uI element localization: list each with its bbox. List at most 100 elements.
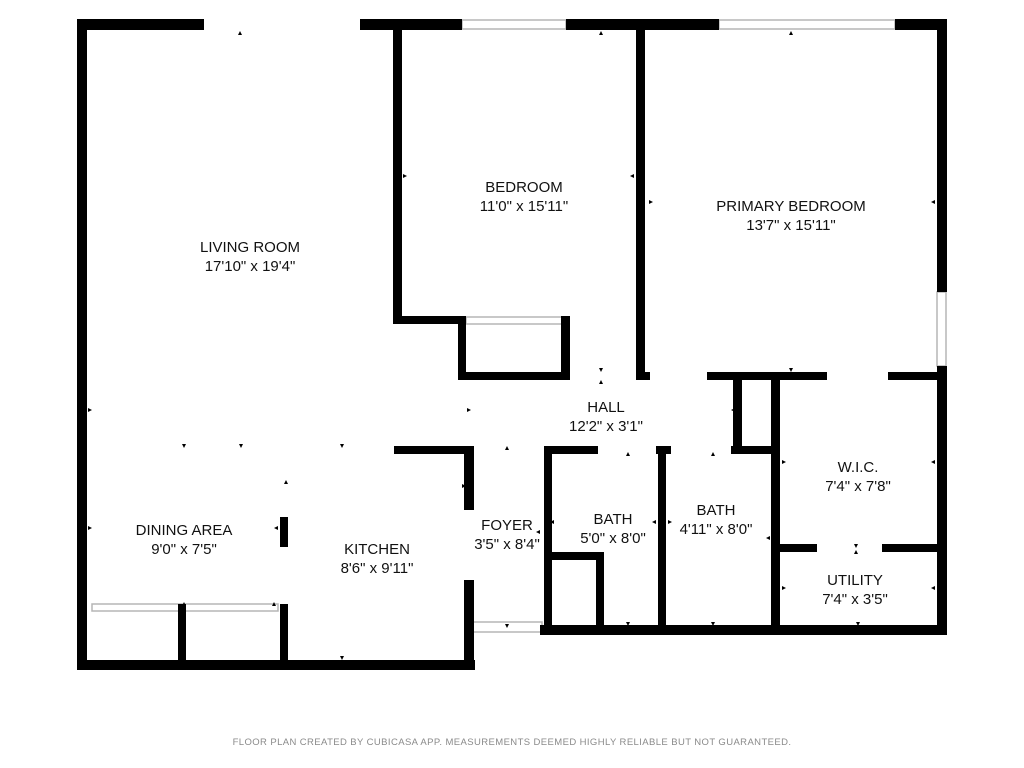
wall-bath-top-c	[731, 446, 780, 454]
wall-foyer-left-lower	[464, 580, 474, 670]
room-dimensions: 7'4" x 7'8"	[825, 478, 891, 495]
marker-2	[599, 31, 603, 35]
footer-disclaimer: FLOOR PLAN CREATED BY CUBICASA APP. MEAS…	[232, 737, 792, 748]
wall-bath-left	[544, 446, 552, 635]
marker-37	[626, 622, 630, 626]
marker-19	[711, 452, 715, 456]
marker-26	[668, 520, 672, 524]
marker-1	[238, 31, 242, 35]
room-dimensions: 13'7" x 15'11"	[746, 217, 836, 234]
wall-top-right	[895, 19, 947, 30]
room-kitchen: KITCHEN 8'6" x 9'11"	[341, 540, 414, 578]
room-wic: W.I.C. 7'4" x 7'8"	[825, 458, 891, 496]
wall-foyer-left-upper	[464, 446, 474, 510]
marker-33	[782, 586, 786, 590]
marker-31	[854, 544, 858, 548]
marker-28	[88, 526, 92, 530]
marker-14	[182, 444, 186, 448]
wall-bedroom-right	[636, 19, 645, 380]
wall-closet-bottom	[458, 372, 570, 380]
room-foyer: FOYER 3'5" x 8'4"	[474, 516, 540, 554]
marker-24	[550, 520, 554, 524]
wall-primary-bottom-b	[707, 372, 827, 380]
marker-23	[462, 484, 466, 488]
room-name: DINING AREA	[135, 522, 233, 539]
marker-18	[626, 452, 630, 456]
marker-34	[931, 586, 935, 590]
room-dimensions: 9'0" x 7'5"	[151, 541, 217, 558]
marker-15	[239, 444, 243, 448]
wall-wic-bottom-b	[882, 544, 947, 552]
wall-bedroom-bottom	[393, 316, 466, 324]
wall-wic-bottom-a	[771, 544, 817, 552]
room-bath-1: BATH 5'0" x 8'0"	[580, 510, 646, 548]
room-dimensions: 12'2" x 3'1"	[569, 418, 643, 435]
wall-top-left	[77, 19, 204, 30]
room-dimensions: 4'11" x 8'0"	[679, 521, 753, 538]
room-name: LIVING ROOM	[199, 239, 301, 256]
room-dimensions: 11'0" x 15'11"	[479, 198, 569, 215]
window-primary-top	[718, 19, 896, 30]
wall-linen-top	[544, 552, 604, 560]
marker-12	[467, 408, 471, 412]
wall-primary-bottom-c	[888, 372, 947, 380]
wall-left	[77, 19, 87, 670]
room-name: FOYER	[481, 517, 533, 534]
marker-32	[854, 550, 858, 554]
marker-13	[731, 408, 735, 412]
marker-11	[789, 368, 793, 372]
marker-35	[182, 602, 186, 606]
wall-hall-right	[733, 372, 742, 454]
room-name: UTILITY	[827, 572, 883, 589]
wall-bottom-left	[77, 660, 475, 670]
marker-29	[274, 526, 278, 530]
marker-27	[766, 536, 770, 540]
marker-6	[649, 200, 653, 204]
marker-9	[599, 368, 603, 372]
wall-kitchen-left-lower	[280, 604, 288, 670]
wall-kitchen-top	[394, 446, 474, 454]
markers	[88, 31, 935, 660]
room-dimensions: 5'0" x 8'0"	[580, 530, 646, 547]
room-name: BEDROOM	[485, 179, 563, 196]
room-dimensions: 3'5" x 8'4"	[474, 536, 540, 553]
room-hall: HALL 12'2" x 3'1"	[569, 398, 643, 436]
marker-10	[599, 380, 603, 384]
window-bedroom-top	[461, 19, 567, 30]
marker-7	[931, 200, 935, 204]
room-dimensions: 7'4" x 3'5"	[822, 591, 888, 608]
room-primary-bedroom: PRIMARY BEDROOM 13'7" x 15'11"	[716, 197, 865, 235]
marker-39	[856, 622, 860, 626]
room-dimensions: 17'10" x 19'4"	[204, 258, 296, 275]
closet-door	[465, 316, 565, 325]
marker-30	[536, 530, 540, 534]
marker-36	[272, 602, 276, 606]
room-bedroom: BEDROOM 11'0" x 15'11"	[480, 178, 568, 216]
room-name: HALL	[587, 399, 625, 416]
marker-20	[782, 460, 786, 464]
room-living-room: LIVING ROOM 17'10" x 19'4"	[200, 238, 300, 276]
wall-primary-bottom-a	[636, 372, 650, 380]
room-utility: UTILITY 7'4" x 3'5"	[822, 571, 888, 609]
room-bath-2: BATH 4'11" x 8'0"	[680, 501, 753, 539]
marker-4	[403, 174, 407, 178]
wall-closet-left	[458, 316, 466, 380]
marker-40	[505, 624, 509, 628]
room-name: KITCHEN	[344, 541, 410, 558]
wall-right-upper	[937, 19, 947, 292]
room-name: PRIMARY BEDROOM	[716, 198, 866, 215]
room-name: W.I.C.	[837, 459, 879, 476]
wall-right-lower	[937, 366, 947, 635]
wall-linen-right	[596, 552, 604, 635]
room-name: BATH	[696, 502, 736, 519]
marker-17	[505, 446, 509, 450]
marker-8	[88, 408, 92, 412]
room-dimensions: 8'6" x 9'11"	[340, 560, 414, 577]
marker-5	[630, 174, 634, 178]
wall-dining-mullion	[178, 604, 186, 670]
wall-bedroom-left	[393, 19, 402, 324]
wall-bath-divider	[658, 446, 666, 635]
window-primary-right	[936, 291, 947, 367]
wall-bath-top-a	[544, 446, 598, 454]
